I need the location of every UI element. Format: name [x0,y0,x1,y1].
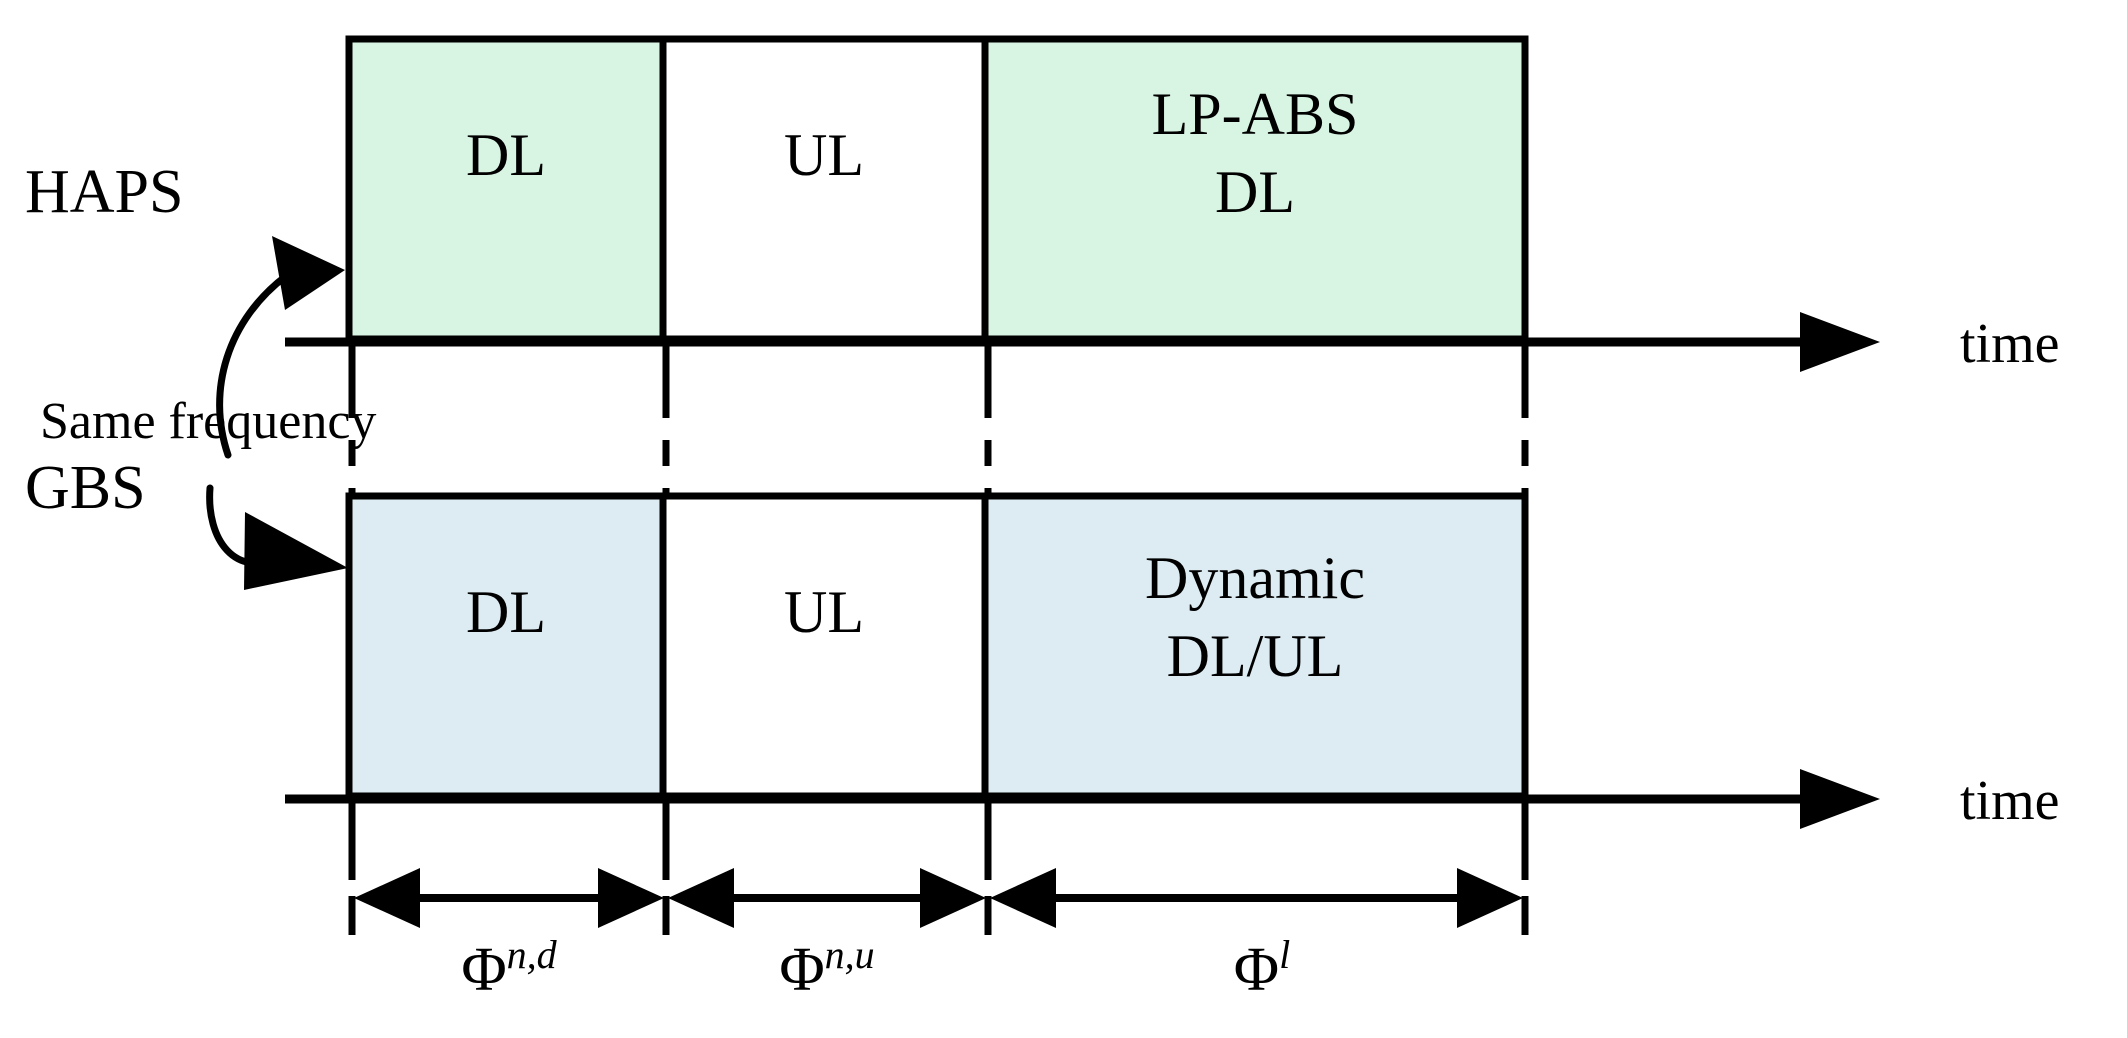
gbs-dl-label: DL [466,579,546,645]
phi-l-arrowhead-right [1457,868,1523,928]
haps-lpabs-label-line1: LP-ABS [1152,81,1359,147]
same-frequency-arrowhead-down [244,512,348,590]
phi-l-base: Φ [1234,936,1279,1004]
gbs-dl-block[interactable] [345,492,667,800]
phi-nu-arrowhead-right [920,868,986,928]
same-frequency-arrowhead-up [272,236,345,310]
gbs-dynamic-block[interactable] [981,492,1529,800]
haps-row-label: HAPS [25,158,184,226]
haps-lpabs-block[interactable] [981,35,1529,343]
haps-dl-block[interactable] [345,35,667,343]
phi-nd-arrowhead-right [598,868,664,928]
gbs-dynamic-label-line2: DL/UL [1167,623,1344,689]
same-frequency-label: Same frequency [40,393,376,450]
gbs-ul-block[interactable] [659,492,989,800]
phi-l-label: Φl [1234,932,1290,1004]
gbs-ul-label: UL [784,579,864,645]
phi-nu-arrowhead-left [668,868,734,928]
gbs-dynamic-label-line1: Dynamic [1145,545,1365,611]
same-frequency-curve-up [216,272,290,459]
phi-nd-base: Φ [461,936,506,1004]
phi-nu-base: Φ [779,936,824,1004]
haps-dl-label: DL [466,122,546,188]
haps-ul-label: UL [784,122,864,188]
phi-nd-superscript: n,d [507,932,558,977]
phi-l-superscript: l [1279,932,1290,977]
gbs-time-axis-arrowhead [1800,769,1880,829]
haps-time-label: time [1960,313,2060,375]
haps-lpabs-label-line2: DL [1215,159,1295,225]
gbs-time-label: time [1960,770,2060,832]
phi-nd-label: Φn,d [461,932,557,1004]
phi-nu-superscript: n,u [825,932,875,977]
phi-nu-label: Φn,u [779,932,874,1004]
phi-l-arrowhead-left [990,868,1056,928]
haps-time-axis-arrowhead [1800,312,1880,372]
phi-nd-arrowhead-left [354,868,420,928]
haps-ul-block[interactable] [659,35,989,343]
gbs-row-label: GBS [25,454,146,522]
